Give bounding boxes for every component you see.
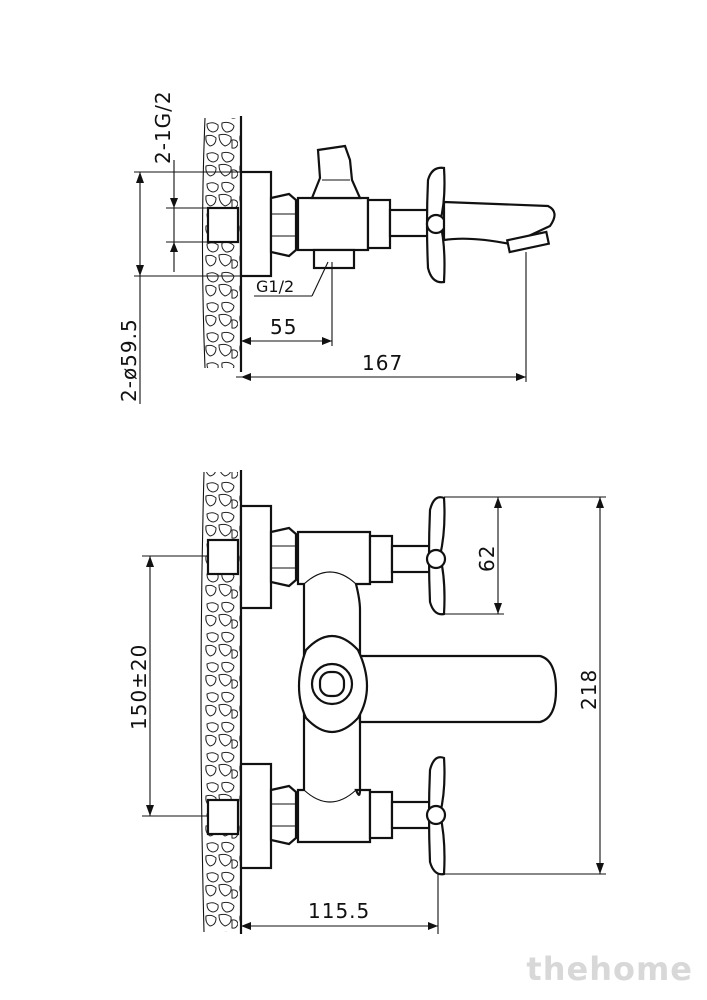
wall-pipe-lower	[206, 798, 240, 836]
dim-body-depth: 115.5	[308, 899, 370, 923]
dim-flange-diameter: 2-ø59.5	[117, 318, 141, 402]
dim-handle-to-spout: 62	[475, 545, 499, 572]
body-top	[296, 196, 370, 252]
flange-lower	[239, 762, 273, 870]
stem-top	[388, 208, 434, 238]
wall-break-bottom	[200, 471, 205, 933]
stem-upper	[390, 544, 432, 574]
aerator-top	[505, 230, 551, 254]
dim-center-distance: 150±20	[127, 644, 151, 730]
side-view: 2-1G/2 2-ø59.5 G1/2 55 167	[117, 90, 556, 404]
nut-top	[269, 192, 298, 258]
front-view: 62 218 150±20 115.5	[127, 470, 606, 934]
dim-outlet-offset: 55	[270, 315, 297, 339]
nut-lower	[269, 784, 298, 846]
dim-total-depth: 167	[362, 351, 403, 375]
cap-upper	[368, 534, 394, 584]
outlet-top	[312, 248, 356, 270]
lever-top	[310, 144, 362, 200]
dim-outlet-thread: G1/2	[256, 277, 294, 296]
body-cap-top	[366, 198, 392, 250]
diverter-slot	[318, 670, 346, 698]
flange-top	[239, 170, 273, 278]
flange-upper	[239, 504, 273, 610]
cap-lower	[368, 790, 394, 840]
wall-break-top	[201, 117, 206, 369]
wall-pipe-top	[206, 206, 240, 244]
spout-bottom	[358, 654, 558, 724]
watermark-logo: thehome	[526, 950, 693, 988]
dim-total-height: 218	[577, 669, 601, 710]
wall-pipe-upper	[206, 538, 240, 576]
dim-connection-thread: 2-1G/2	[151, 90, 175, 164]
nut-upper	[269, 526, 298, 588]
stem-lower	[390, 800, 432, 830]
